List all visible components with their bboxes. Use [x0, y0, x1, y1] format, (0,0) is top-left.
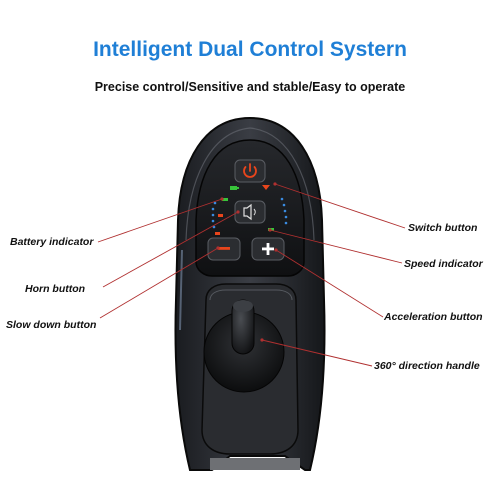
- mount-base: [210, 458, 300, 470]
- leader-lines: [97, 183, 406, 367]
- direction-handle[interactable]: [231, 299, 255, 355]
- page-subtitle: Precise control/Sensitive and stable/Eas…: [94, 80, 406, 94]
- power-icon: [243, 163, 257, 178]
- slow-down-button[interactable]: [207, 237, 241, 261]
- acceleration-button[interactable]: [251, 237, 285, 261]
- label-horn-button: Horn button: [25, 283, 86, 295]
- label-switch-button: Switch button: [408, 222, 478, 234]
- label-direction-handle: 360° direction handle: [374, 360, 480, 372]
- minus-sign: [218, 247, 230, 250]
- battery-indicator: [215, 186, 239, 235]
- indicator-dots-right: [280, 197, 288, 225]
- plus-sign: [262, 243, 274, 255]
- speaker-icon: [243, 203, 256, 221]
- page-title: Intelligent Dual Control Systern: [93, 38, 407, 61]
- label-acceleration-button: Acceleration button: [384, 311, 483, 323]
- leader-dots: [216, 182, 278, 342]
- label-battery-indicator: Battery indicator: [10, 236, 94, 248]
- horn-button[interactable]: [234, 200, 266, 224]
- switch-button[interactable]: [234, 159, 266, 183]
- label-slow-down-button: Slow down button: [6, 319, 97, 331]
- label-speed-indicator: Speed indicator: [404, 258, 483, 270]
- indicator-dots-left: [211, 201, 217, 229]
